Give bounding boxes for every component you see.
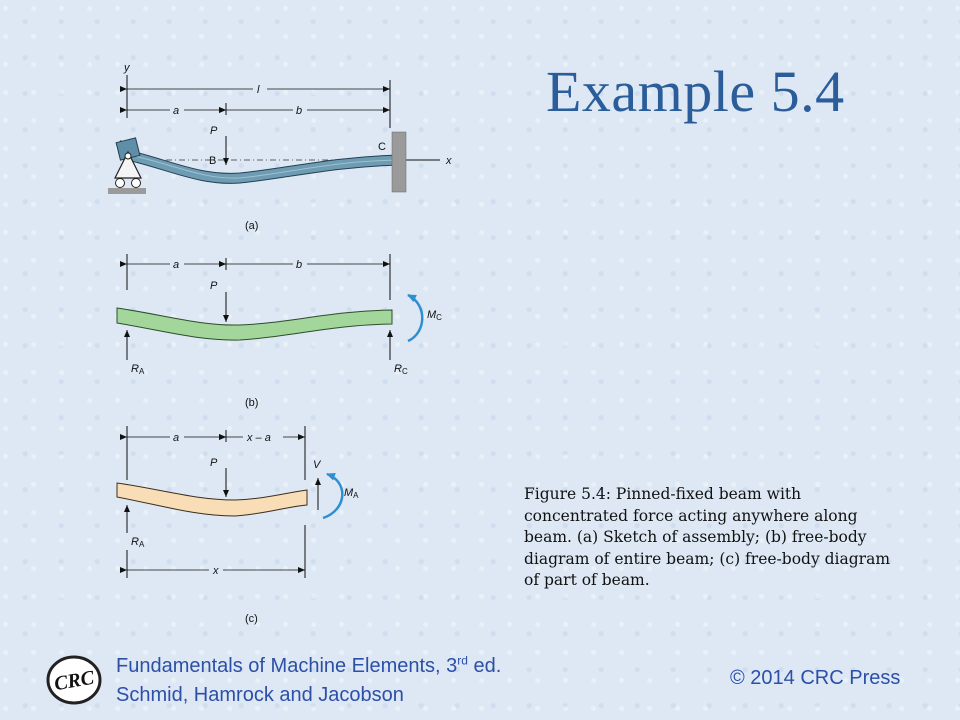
pin bbox=[124, 152, 132, 160]
ground bbox=[108, 188, 146, 194]
slide-title: Example 5.4 bbox=[546, 59, 845, 124]
book-citation: Fundamentals of Machine Elements, 3rd ed… bbox=[116, 652, 501, 710]
x-axis-label: x bbox=[445, 155, 452, 167]
figure-caption: Figure 5.4: Pinned-fixed beam with conce… bbox=[524, 485, 891, 589]
beam-c bbox=[116, 482, 308, 517]
panel-c: a x – a P V MA RA x (c) bbox=[116, 426, 359, 625]
beam-a bbox=[126, 149, 401, 184]
roller-left bbox=[115, 178, 125, 188]
load-p-label: P bbox=[210, 125, 218, 137]
load-p-label: P bbox=[210, 457, 218, 469]
beam-figure: y l a b P A B C x (a) bbox=[108, 62, 452, 625]
panel-b-label: (b) bbox=[245, 397, 258, 409]
dim-xa-label: x – a bbox=[246, 432, 271, 444]
y-axis-label: y bbox=[123, 62, 131, 74]
dim-b-label: b bbox=[296, 259, 302, 271]
reaction-rc-label: RC bbox=[394, 363, 408, 376]
point-b-label: B bbox=[209, 155, 216, 167]
crc-logo: CRC bbox=[46, 655, 102, 705]
dim-l-label: l bbox=[257, 84, 260, 96]
fixed-wall bbox=[391, 131, 407, 193]
moment-ma-arrow bbox=[322, 472, 344, 520]
dim-a-label: a bbox=[173, 105, 179, 117]
beam-b bbox=[116, 307, 393, 341]
panel-b: a b P RA RC MC (b) bbox=[116, 254, 442, 409]
dim-a-label: a bbox=[173, 259, 179, 271]
pin-support bbox=[114, 150, 142, 179]
moment-mc-label: MC bbox=[427, 309, 442, 322]
panel-c-label: (c) bbox=[245, 613, 258, 625]
panel-a: y l a b P A B C x (a) bbox=[108, 62, 452, 232]
roller-right bbox=[131, 178, 141, 188]
dim-x-label: x bbox=[212, 565, 219, 577]
point-c-label: C bbox=[378, 141, 386, 153]
reaction-ra-label: RA bbox=[131, 536, 145, 549]
dim-a-label: a bbox=[173, 432, 179, 444]
reaction-ra-label: RA bbox=[131, 363, 145, 376]
shear-v-label: V bbox=[313, 459, 322, 471]
moment-mc-arrow bbox=[407, 293, 424, 343]
book-authors-line: Schmid, Hamrock and Jacobson bbox=[116, 684, 404, 706]
panel-a-label: (a) bbox=[245, 220, 258, 232]
copyright: © 2014 CRC Press bbox=[730, 667, 901, 689]
book-title-line: Fundamentals of Machine Elements, 3rd ed… bbox=[116, 653, 502, 677]
dim-b-label: b bbox=[296, 105, 302, 117]
load-p-label: P bbox=[210, 280, 218, 292]
moment-ma-label: MA bbox=[344, 487, 359, 500]
